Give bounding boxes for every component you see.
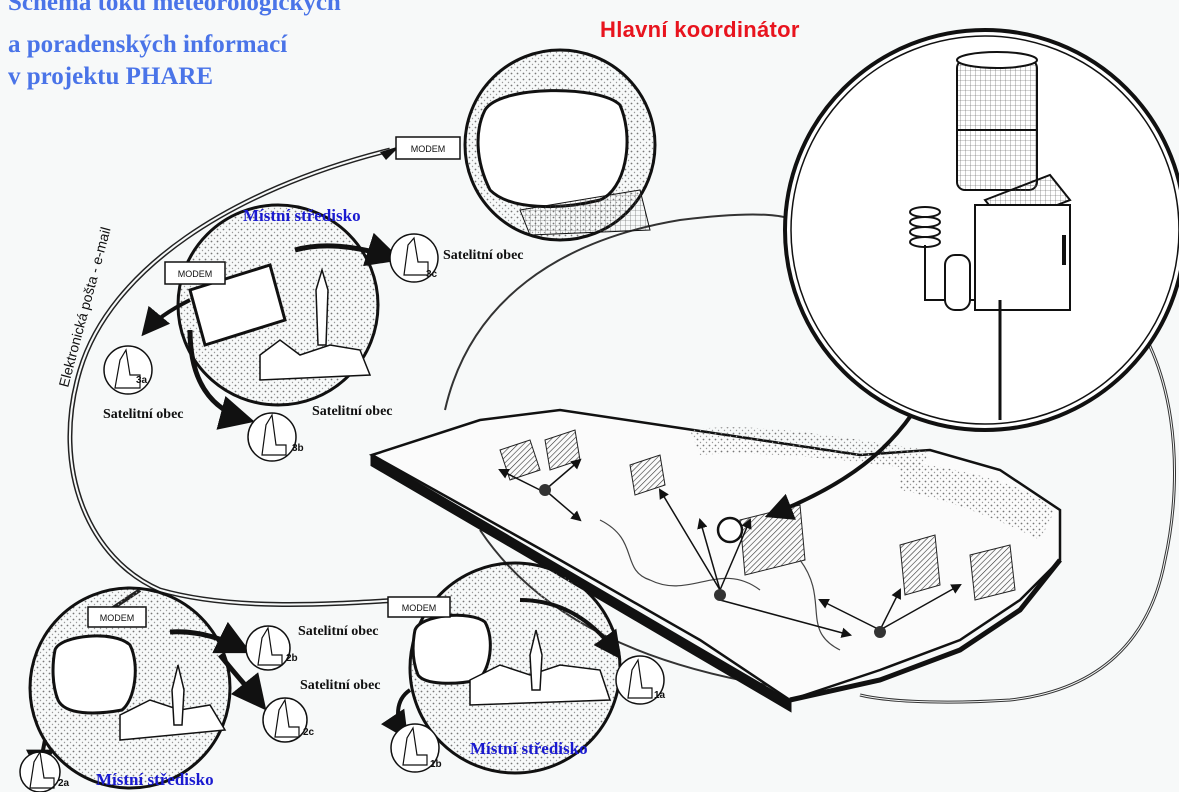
monitor-icon	[413, 615, 490, 683]
sensor-icon	[945, 255, 970, 310]
monitor-icon	[53, 636, 135, 713]
title-line-2: a poradenských informací	[8, 30, 287, 60]
monitor-icon	[478, 91, 627, 207]
satellite-village-2c: 2c	[263, 698, 315, 742]
village-id-3a: 3a	[136, 375, 148, 386]
modem-label-top: MODEM	[411, 144, 446, 154]
satellite-label-3c: Satelitní obec	[443, 248, 524, 264]
village-id-3c: 3c	[426, 269, 438, 280]
village-id-1b: 1b	[430, 759, 442, 770]
village-id-2b: 2b	[286, 653, 298, 664]
weather-station-circle	[785, 30, 1179, 430]
title-line-1: Schéma toku meteorologických	[8, 0, 341, 18]
satellite-label-3a: Satelitní obec	[103, 407, 184, 423]
coordinator-terminal-circle: MODEM	[396, 50, 655, 240]
main-coordinator-label: Hlavní koordinátor	[600, 17, 800, 43]
satellite-village-1a: 1a	[616, 656, 666, 704]
rain-gauge-icon	[957, 52, 1037, 190]
local-center-lower-right-label: Místní středisko	[470, 739, 588, 759]
modem-label-upper: MODEM	[178, 269, 213, 279]
modem-label-lower-left: MODEM	[100, 613, 135, 623]
satellite-village-3b: 3b	[248, 413, 304, 461]
local-center-upper-label: Místní středisko	[243, 206, 361, 226]
village-id-1a: 1a	[654, 690, 666, 701]
satellite-label-3b: Satelitní obec	[312, 404, 393, 420]
satellite-village-3c: 3c	[390, 234, 438, 282]
modem-label-lower-right: MODEM	[402, 603, 437, 613]
village-id-2c: 2c	[303, 727, 315, 738]
title-line-3: v projektu PHARE	[8, 62, 213, 92]
satellite-label-2c: Satelitní obec	[300, 678, 381, 694]
village-id-2a: 2a	[58, 778, 70, 789]
main-station-icon	[718, 518, 742, 542]
satellite-village-3a: 3a	[104, 346, 152, 394]
village-id-3b: 3b	[292, 443, 304, 454]
satellite-village-2b: 2b	[246, 626, 298, 670]
local-center-lower-left: MODEM	[30, 588, 262, 788]
local-center-lower-left-label: Místní středisko	[96, 770, 214, 790]
satellite-label-2b: Satelitní obec	[298, 624, 379, 640]
